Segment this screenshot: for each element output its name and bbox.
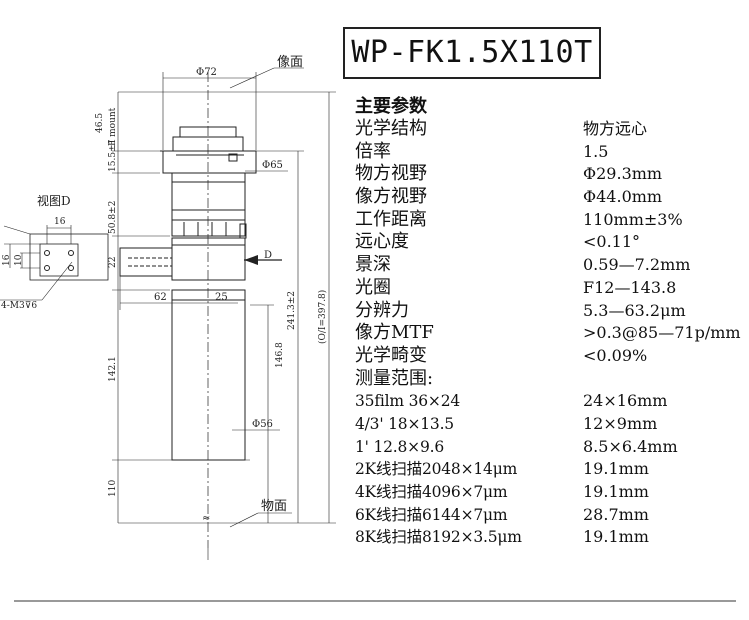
spec-value: 物方远心 <box>583 119 648 138</box>
view-d-label: 视图D <box>37 193 71 208</box>
spec-row: 6K线扫描6144×7μm 28.7mm <box>355 504 747 527</box>
spec-value: >0.3@85—71p/mm <box>583 323 741 343</box>
spec-value: 28.7mm <box>583 504 649 524</box>
spec-row: 工作距离 110mm±3% <box>355 209 747 232</box>
spec-label: 光学畸变 <box>355 344 427 366</box>
dim-50-8: 50.8±2 <box>108 201 118 234</box>
spec-row: 光学畸变 <0.09% <box>355 345 747 368</box>
dim-142-1: 142.1 <box>108 356 118 382</box>
spec-row: 景深 0.59—7.2mm <box>355 254 747 277</box>
spec-label: 8K线扫描8192×3.5μm <box>355 528 522 547</box>
dim-22: 22 <box>108 257 118 268</box>
spec-label: 倍率 <box>355 140 391 162</box>
spec-label: 远心度 <box>355 231 409 253</box>
spec-label: 测量范围: <box>355 367 434 389</box>
dim-phi72: Φ72 <box>196 67 217 78</box>
spec-value: 19.1mm <box>583 482 649 501</box>
spec-label: 1' 12.8×9.6 <box>355 437 444 456</box>
dim-62: 62 <box>154 292 167 303</box>
spec-row: 像方MTF >0.3@85—71p/mm <box>355 322 747 345</box>
spec-label: 像方视野 <box>355 186 427 208</box>
spec-value: 0.59—7.2mm <box>583 255 691 275</box>
spec-value: 24×16mm <box>583 391 668 411</box>
spec-row: 8K线扫描8192×3.5μm 19.1mm <box>355 526 747 549</box>
spec-label: 工作距离 <box>355 208 427 230</box>
spec-label: 6K线扫描6144×7μm <box>355 505 508 524</box>
spec-table: 主要参数 光学结构 物方远心 倍率 1.5 物方视野 Φ29.3mm 像方视野 Φ44.… <box>355 96 747 549</box>
model-title-box: WP-FK1.5X110T <box>343 27 601 79</box>
spec-value: 12×9mm <box>583 413 658 433</box>
spec-row: 物方视野 Φ29.3mm <box>355 163 747 186</box>
spec-label: 光学结构 <box>355 118 427 139</box>
screw-label: 4-M3⊽6 <box>1 301 37 311</box>
spec-label: 4K线扫描4096×7μm <box>355 483 508 501</box>
spec-label: 2K线扫描2048×14μm <box>355 460 518 479</box>
spec-heading: 主要参数 <box>355 96 427 117</box>
dim-10: 10 <box>14 254 24 266</box>
dim-46-5: 46.5 <box>95 113 105 133</box>
spec-value: 110mm±3% <box>583 209 683 229</box>
spec-row: 光学结构 物方远心 <box>355 118 747 141</box>
dim-phi56: Φ56 <box>252 419 273 430</box>
spec-label: 4/3' 18×13.5 <box>355 414 454 433</box>
spec-row: 倍率 1.5 <box>355 141 747 164</box>
spec-label: 光圈 <box>355 276 391 298</box>
spec-value: 19.1mm <box>583 527 649 547</box>
spec-label: 像方MTF <box>355 322 434 344</box>
dim-241-3: 241.3±2 <box>287 291 297 330</box>
dim-397-8: (O/I=397.8) <box>317 290 328 344</box>
approx-symbol: ≈ <box>202 513 210 524</box>
dim-16-side: 16 <box>2 254 12 266</box>
spec-row: 像方视野 Φ44.0mm <box>355 186 747 209</box>
lens-technical-drawing: Φ72 像面 Φ65 Φ56 物面 62 25 D ≈ 46.5 F mount… <box>0 55 336 560</box>
spec-value: <0.11° <box>583 232 641 252</box>
spec-row: 2K线扫描2048×14μm 19.1mm <box>355 458 747 481</box>
spec-row: 1' 12.8×9.6 8.5×6.4mm <box>355 436 747 459</box>
dim-phi65: Φ65 <box>262 160 283 171</box>
spec-row: 35film 36×24 24×16mm <box>355 390 747 413</box>
footer-divider <box>14 600 736 602</box>
spec-value: 8.5×6.4mm <box>583 436 678 456</box>
spec-row: 4K线扫描4096×7μm 19.1mm <box>355 481 747 504</box>
spec-row: 测量范围: <box>355 368 747 391</box>
image-plane-label: 像面 <box>277 55 303 70</box>
mount-label: F mount <box>108 107 118 146</box>
spec-label: 分辨力 <box>355 299 409 321</box>
spec-value: Φ44.0mm <box>583 187 663 207</box>
object-plane-label: 物面 <box>261 499 287 514</box>
spec-value: Φ29.3mm <box>583 164 663 184</box>
spec-value: 5.3—63.2μm <box>583 300 686 320</box>
spec-label: 物方视野 <box>355 163 427 185</box>
dim-16-top: 16 <box>54 217 66 227</box>
spec-value: <0.09% <box>583 345 648 365</box>
dim-25: 25 <box>215 292 228 303</box>
spec-row: 光圈 F12—143.8 <box>355 277 747 300</box>
spec-value: 19.1mm <box>583 459 649 479</box>
spec-label: 35film 36×24 <box>355 392 461 411</box>
spec-row: 远心度 <0.11° <box>355 231 747 254</box>
dim-146-8: 146.8 <box>275 342 285 368</box>
spec-value: 1.5 <box>583 141 609 161</box>
spec-row: 4/3' 18×13.5 12×9mm <box>355 413 747 436</box>
arrow-d-label: D <box>264 250 272 261</box>
model-title: WP-FK1.5X110T <box>351 35 593 70</box>
spec-row: 分辨力 5.3—63.2μm <box>355 300 747 323</box>
spec-label: 景深 <box>355 254 391 276</box>
spec-value: F12—143.8 <box>583 277 677 297</box>
dim-15-5: 15.5±1 <box>108 139 118 172</box>
dim-110: 110 <box>108 480 118 497</box>
